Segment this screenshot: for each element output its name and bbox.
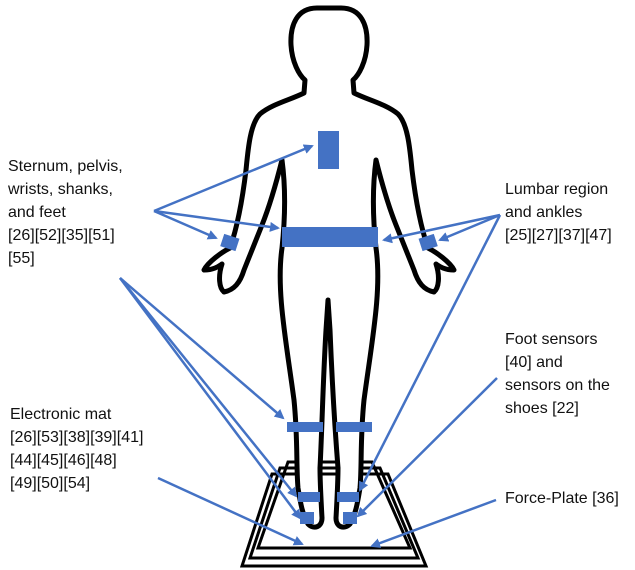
electronic-mat-label: Electronic mat [26][53][38][39][41] [44]… [10, 403, 143, 495]
label-line: [49][50][54] [10, 472, 143, 495]
label-line: [26][53][38][39][41] [10, 426, 143, 449]
label-line: Force-Plate [36] [505, 487, 619, 510]
arrow-to-ankle [120, 278, 296, 496]
force-plate-label: Force-Plate [36] [505, 487, 619, 510]
label-line: [55] [8, 247, 123, 270]
label-line: [44][45][46][48] [10, 449, 143, 472]
label-line: Electronic mat [10, 403, 143, 426]
right-ankle-sensor [337, 492, 359, 502]
left-shank-sensor [287, 422, 323, 432]
sternum-pelvis-label: Sternum, pelvis, wrists, shanks, and fee… [8, 155, 123, 270]
label-line: shoes [22] [505, 397, 610, 420]
right-shank-sensor [336, 422, 372, 432]
arrow-to-shank [120, 278, 283, 418]
label-line: Sternum, pelvis, [8, 155, 123, 178]
label-line: Lumbar region [505, 178, 612, 201]
label-line: Foot sensors [505, 328, 610, 351]
sternum-sensor [318, 131, 339, 169]
label-line: [26][52][35][51] [8, 224, 123, 247]
left-ankle-sensor [298, 492, 320, 502]
pelvis-sensor [282, 227, 378, 247]
right-foot-sensor [343, 512, 357, 524]
arrow-to-right-wrist [440, 215, 500, 240]
label-line: and ankles [505, 201, 612, 224]
left-foot-sensor [300, 512, 314, 524]
label-line: sensors on the [505, 374, 610, 397]
lumbar-ankles-label: Lumbar region and ankles [25][27][37][47… [505, 178, 612, 247]
label-line: wrists, shanks, [8, 178, 123, 201]
foot-sensors-label: Foot sensors [40] and sensors on the sho… [505, 328, 610, 420]
label-line: [25][27][37][47] [505, 224, 612, 247]
label-line: [40] and [505, 351, 610, 374]
arrow-to-foot [120, 278, 300, 518]
human-figure [204, 8, 454, 527]
label-line: and feet [8, 201, 123, 224]
arrow-to-shoe [358, 378, 497, 516]
